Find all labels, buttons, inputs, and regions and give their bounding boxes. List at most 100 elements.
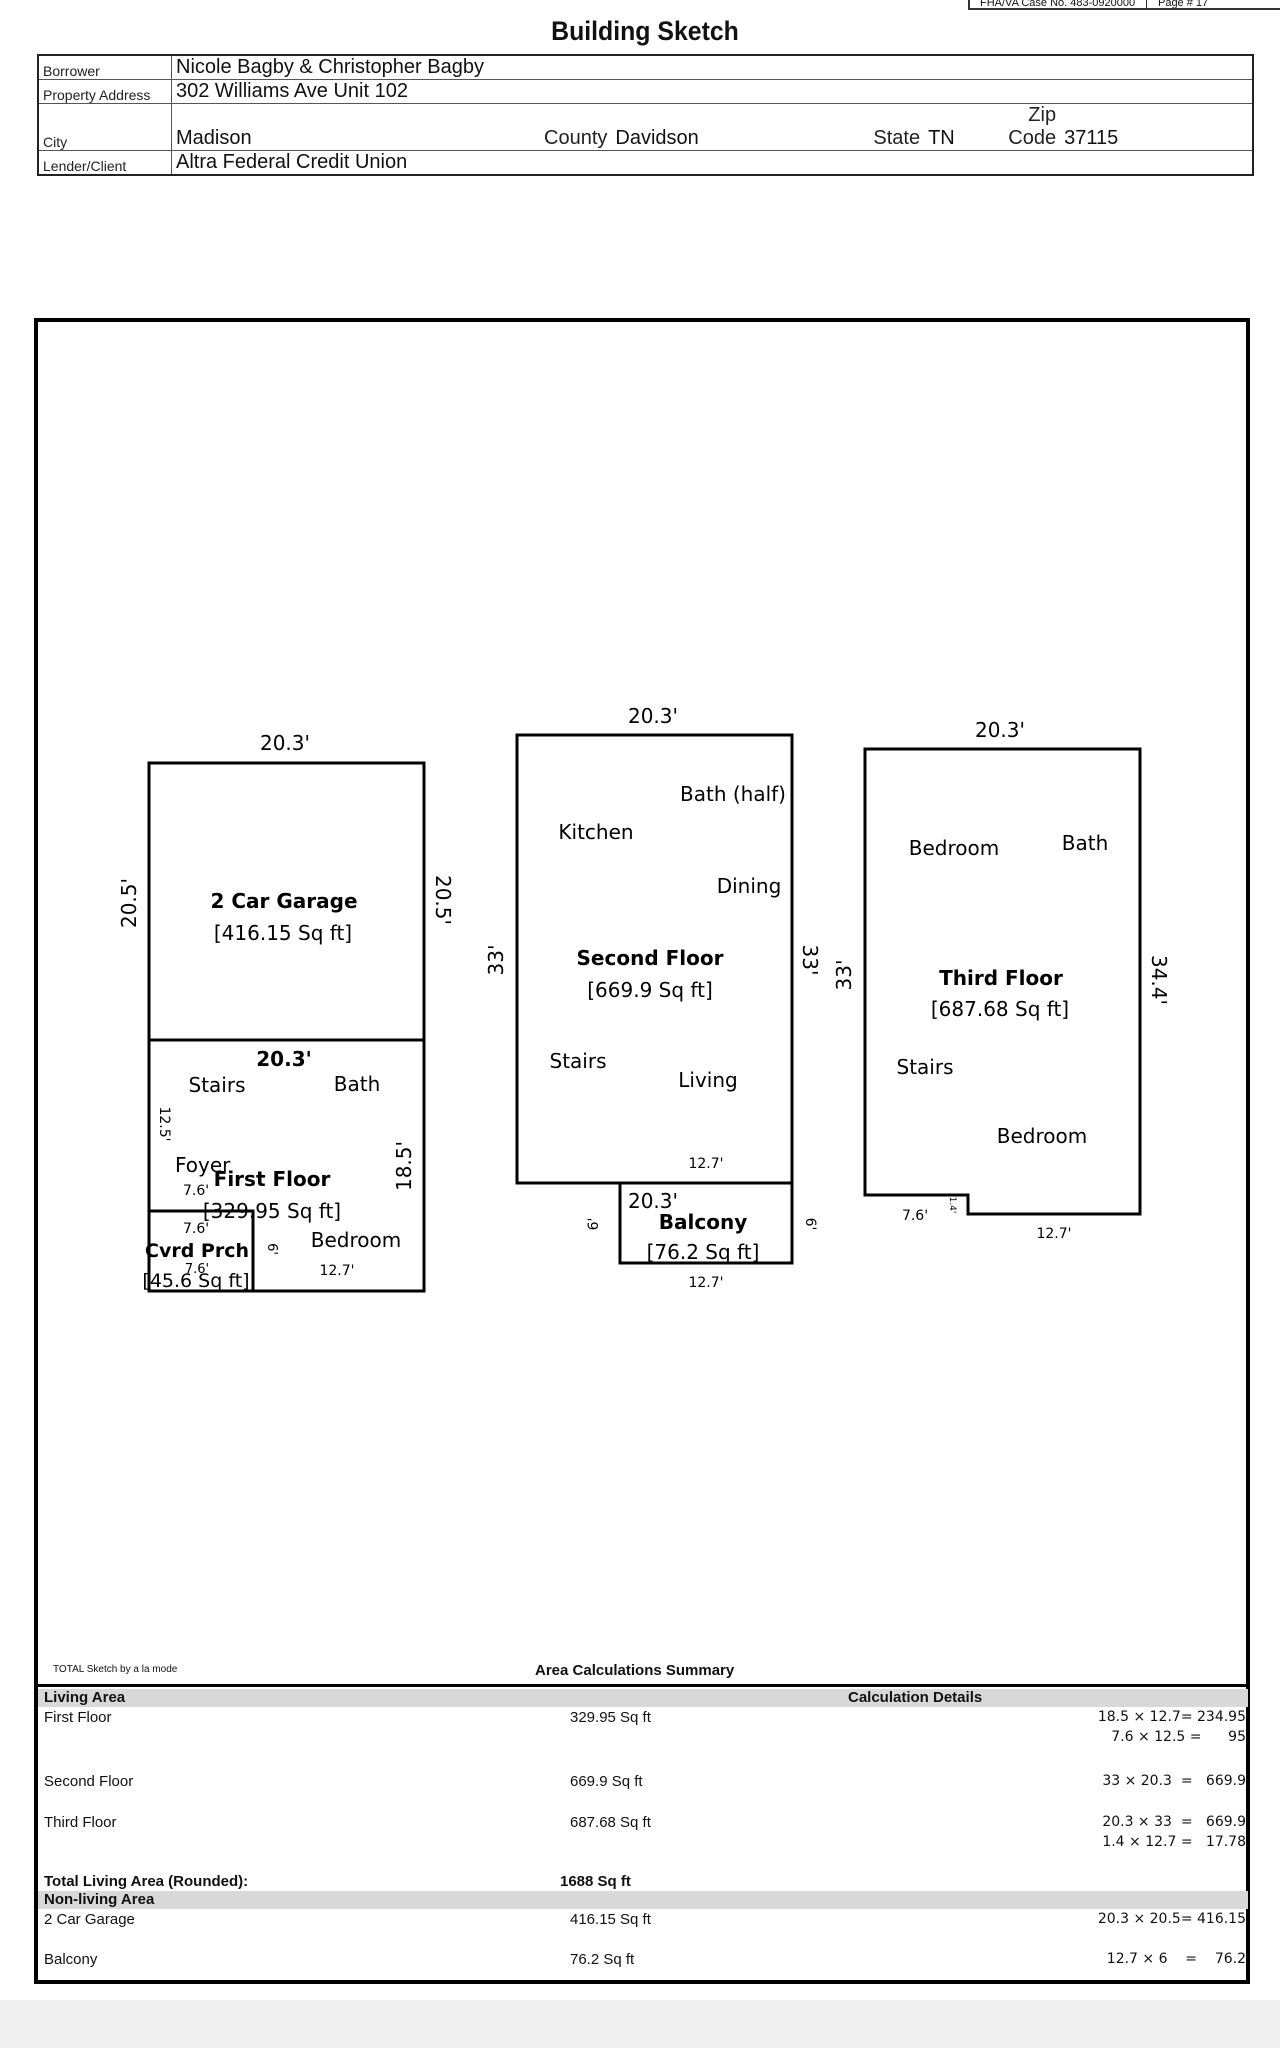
first-floor-top-dim: 20.3' — [256, 1047, 311, 1071]
second-floor-bottom-dim: 12.7' — [688, 1156, 723, 1172]
third-floor-outline — [863, 747, 1142, 1216]
lender-value: Altra Federal Credit Union — [171, 150, 1254, 176]
summary-row-area: 669.9 Sq ft — [570, 1773, 643, 1790]
balcony-left-dim: 6' — [586, 1218, 602, 1231]
second-floor-area: [669.9 Sq ft] — [587, 978, 713, 1002]
garage-left-dim: 20.5' — [117, 878, 141, 928]
sketch-frame — [34, 318, 1250, 1984]
first-floor-outline — [147, 1038, 426, 1293]
third-floor-notch-height: 1.4' — [947, 1197, 957, 1214]
third-floor-left-dim: 33' — [832, 960, 856, 991]
garage-top-dim: 20.3' — [260, 731, 310, 755]
first-floor-stairs: Stairs — [189, 1073, 246, 1097]
lender-label: Lender/Client — [37, 150, 172, 176]
case-number-strip: FHA/VA Case No. 483-0920000|Page # 17 — [968, 0, 1280, 10]
summary-row-name: Third Floor — [44, 1814, 117, 1831]
floor-plan-sketch: 20.3' 20.5' 20.5' 2 Car Garage [416.15 S… — [117, 704, 1171, 1293]
summary-row-calc: 20.3 × 20.5= 416.15 — [1097, 1911, 1246, 1927]
third-floor-right-dim: 34.4' — [1147, 955, 1171, 1005]
county-label: County — [540, 103, 612, 151]
summary-row-calc: 33 × 20.3 = 669.9 — [1102, 1773, 1246, 1789]
third-floor-title: Third Floor — [939, 966, 1063, 990]
summary-row-calc: 12.7 × 6 = 76.2 — [1106, 1951, 1246, 1967]
non-living-header: Non-living Area — [44, 1891, 155, 1908]
third-floor-bedroom-2: Bedroom — [997, 1124, 1087, 1148]
second-floor-dining: Dining — [717, 874, 782, 898]
third-floor-area: [687.68 Sq ft] — [931, 997, 1069, 1021]
property-header-table: Borrower Nicole Bagby & Christopher Bagb… — [37, 54, 1254, 176]
summary-title: Area Calculations Summary — [535, 1662, 735, 1679]
first-floor-left-dim: 12.5' — [156, 1106, 172, 1141]
zip-value: 37115 — [1060, 103, 1254, 151]
address-label: Property Address — [37, 79, 172, 104]
second-floor-right-dim: 33' — [798, 945, 822, 976]
first-floor-title: First Floor — [214, 1167, 331, 1191]
state-label: State — [869, 103, 925, 151]
third-floor-bottom-dim: 12.7' — [1036, 1226, 1071, 1242]
summary-row-calc: 18.5 × 12.7= 234.95 — [1097, 1709, 1246, 1725]
summary-row-name: First Floor — [44, 1709, 112, 1726]
summary-row-area: 76.2 Sq ft — [570, 1951, 635, 1968]
calc-details-header: Calculation Details — [848, 1689, 983, 1706]
balcony-bottom-dim: 12.7' — [688, 1275, 723, 1291]
summary-row-area: 329.95 Sq ft — [570, 1709, 651, 1726]
porch-bottom-dim: 7.6' — [185, 1262, 209, 1277]
garage-right-dim: 20.5' — [431, 875, 455, 925]
city-value: Madison — [171, 103, 540, 151]
first-floor-foyer: Foyer — [175, 1153, 231, 1177]
zip-label: Zip Code — [992, 103, 1061, 151]
third-floor-top-dim: 20.3' — [975, 718, 1025, 742]
summary-row-calc: 20.3 × 33 = 669.9 — [1102, 1814, 1246, 1830]
summary-row-area: 416.15 Sq ft — [570, 1911, 651, 1928]
summary-row-area: 687.68 Sq ft — [570, 1814, 651, 1831]
second-floor-stairs: Stairs — [550, 1049, 607, 1073]
living-area-header-row: Living Area Calculation Details — [38, 1689, 1248, 1707]
total-living-label: Total Living Area (Rounded): — [44, 1873, 249, 1890]
first-floor-area: [329.95 Sq ft] — [203, 1199, 341, 1223]
second-floor-left-dim: 33' — [484, 945, 508, 976]
living-area-header: Living Area — [44, 1689, 126, 1706]
second-floor-bath-half: Bath (half) — [680, 782, 786, 806]
garage-title: 2 Car Garage — [210, 889, 357, 913]
porch-outline — [147, 1209, 255, 1293]
porch-title: Cvrd Prch — [145, 1240, 249, 1262]
balcony-right-dim: 6' — [802, 1218, 818, 1231]
third-floor-notch-width: 7.6' — [902, 1208, 928, 1224]
second-floor-kitchen: Kitchen — [558, 820, 633, 844]
first-floor-bedroom: Bedroom — [311, 1228, 401, 1252]
non-living-header-row: Non-living Area — [38, 1891, 1248, 1909]
summary-row-name: Second Floor — [44, 1773, 134, 1790]
balcony-title: Balcony — [659, 1210, 747, 1234]
balcony-top-dim: 20.3' — [628, 1189, 678, 1213]
porch-area: [45.6 Sq ft] — [142, 1270, 249, 1292]
area-summary: Living Area Calculation Details First Fl… — [38, 1684, 1248, 1968]
second-floor-living: Living — [678, 1068, 737, 1092]
first-floor-bath: Bath — [334, 1072, 381, 1096]
sketch-credit: TOTAL Sketch by a la mode — [53, 1664, 178, 1675]
state-value: TN — [924, 103, 993, 151]
summary-row-calc: 1.4 × 12.7 = 17.78 — [1102, 1834, 1246, 1850]
third-floor-stairs: Stairs — [897, 1055, 954, 1079]
first-floor-dim-b: 7.6' — [183, 1221, 209, 1237]
balcony-area: [76.2 Sq ft] — [647, 1240, 760, 1264]
page-title: Building Sketch — [551, 16, 739, 46]
summary-row-calc: 7.6 × 12.5 = 95 — [1111, 1729, 1246, 1745]
page-footer-gap — [0, 2000, 1280, 2048]
summary-row-name: 2 Car Garage — [44, 1911, 135, 1928]
balcony-outline — [618, 1181, 794, 1265]
second-floor-title: Second Floor — [577, 946, 724, 970]
first-floor-dim-h: 6' — [264, 1243, 279, 1255]
third-floor-bedroom-1: Bedroom — [909, 836, 999, 860]
page-number: Page # 17 — [1157, 0, 1209, 9]
total-living-value: 1688 Sq ft — [560, 1873, 631, 1890]
borrower-label: Borrower — [37, 54, 172, 80]
second-floor-top-dim: 20.3' — [628, 704, 678, 728]
case-number: FHA/VA Case No. 483-0920000 — [980, 0, 1136, 9]
county-value: Davidson — [611, 103, 870, 151]
first-floor-bottom-dim: 12.7' — [319, 1263, 354, 1279]
summary-row-name: Balcony — [44, 1951, 98, 1968]
garage-area: [416.15 Sq ft] — [214, 921, 352, 945]
third-floor-bath: Bath — [1062, 831, 1109, 855]
first-floor-right-dim: 18.5' — [392, 1141, 416, 1191]
first-floor-dim-a: 7.6' — [183, 1183, 209, 1199]
